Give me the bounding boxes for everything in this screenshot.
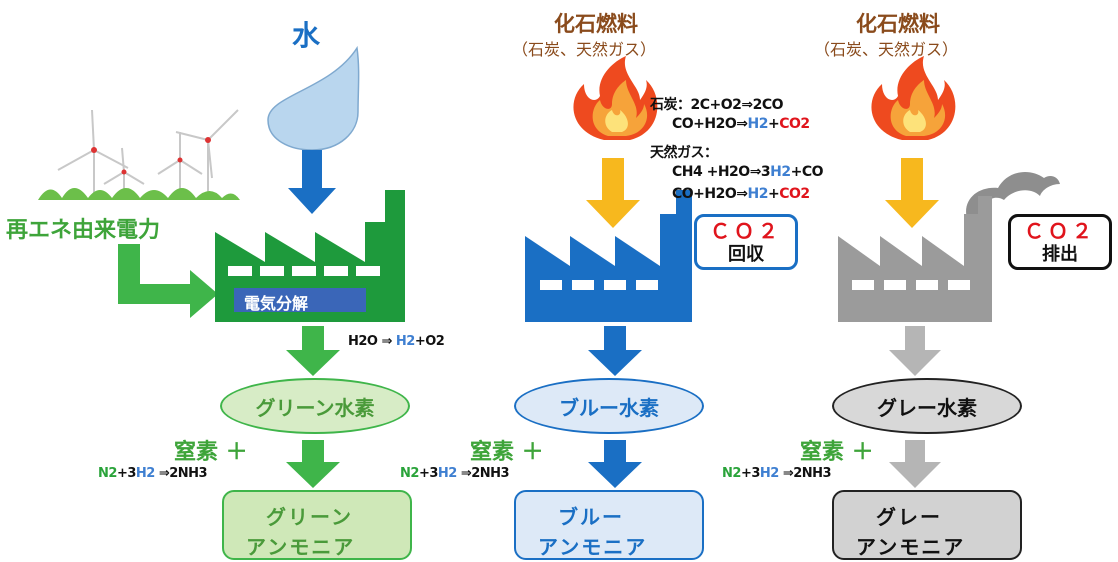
blue-ammonia-line1: ブルー (558, 505, 624, 529)
co2-capture-text: 回収 (728, 244, 764, 265)
gas-label: 天然ガス： (650, 145, 718, 161)
eq-part: CO+H2O⇒ (672, 186, 748, 202)
eq-h2: H2 (747, 186, 769, 202)
eq-part: ⇒2NH3 (778, 466, 832, 481)
blue-nitrogen-label: 窒素 ＋ (470, 440, 544, 465)
green-hydrogen-label: グリーン水素 (255, 395, 375, 420)
co2-emission-text: 排出 (1042, 244, 1078, 265)
gray-ammonia-line2: アンモニア (856, 535, 966, 559)
co2-capture-box: ＣＯ２ 回収 (694, 214, 798, 270)
water-drop-icon (267, 45, 360, 151)
eq-n2: N2 (98, 466, 117, 481)
blue-arrow-1 (588, 326, 642, 376)
gas-reaction-2: CO+H2O⇒H2+CO2 (672, 186, 810, 202)
blue-yellow-arrow (586, 158, 640, 228)
water-down-arrow (288, 150, 336, 214)
gray-nitrogen-label: 窒素 ＋ (800, 440, 874, 465)
eq-part: + (767, 186, 780, 202)
renewable-power-label: 再エネ由来電力 (6, 218, 161, 243)
gray-fuel-title: 化石燃料 (856, 12, 940, 36)
eq-h2: H2 (747, 116, 769, 132)
gray-ammonia-equation: N2+3H2 ⇒2NH3 (722, 466, 832, 481)
eq-part: 2C+O2⇒2CO (690, 97, 784, 113)
eq-h2: H2 (135, 466, 155, 481)
eq-part: CH4 +H2O⇒3 (672, 164, 771, 180)
blue-fuel-subtitle: （石炭、天然ガス） (512, 40, 657, 59)
eq-h2: H2 (437, 466, 457, 481)
flame-icon-blue (573, 56, 658, 140)
eq-part: H2O ⇒ (348, 334, 396, 349)
gray-ammonia-line1: グレー (876, 505, 942, 529)
gas-reaction-1: CH4 +H2O⇒3H2+CO (672, 164, 824, 180)
eq-co2: CO2 (779, 186, 810, 202)
wind-turbines-icon (57, 109, 239, 196)
eq-n2: N2 (400, 466, 419, 481)
co2-capture-title: ＣＯ２ (710, 219, 782, 243)
gray-yellow-arrow (885, 158, 939, 228)
blue-arrow-2 (588, 440, 642, 488)
gray-hydrogen-label: グレー水素 (877, 395, 977, 420)
coal-reaction-1: 石炭：2C+O2⇒2CO (650, 94, 784, 114)
electrolysis-panel (234, 288, 366, 312)
green-arrow-2 (286, 440, 340, 488)
co2-emission-title: ＣＯ２ (1024, 219, 1096, 243)
co2-emission-box: ＣＯ２ 排出 (1008, 214, 1112, 270)
blue-ammonia-box: ブルー アンモニア (514, 490, 704, 560)
blue-fuel-title: 化石燃料 (554, 12, 638, 36)
eq-co2: CO2 (779, 116, 810, 132)
eq-h2: H2 (759, 466, 779, 481)
smoke-icon (966, 172, 1060, 222)
blue-ammonia-equation: N2+3H2 ⇒2NH3 (400, 466, 510, 481)
gray-factory-icon (838, 196, 992, 322)
green-nitrogen-label: 窒素 ＋ (174, 440, 248, 465)
electrolysis-label: 電気分解 (244, 294, 309, 313)
eq-h2: H2 (770, 164, 791, 180)
gray-fuel-subtitle: （石炭、天然ガス） (814, 40, 959, 59)
water-label: 水 (292, 19, 321, 52)
green-ammonia-line2: アンモニア (246, 535, 356, 559)
eq-part: +O2 (414, 334, 445, 349)
flame-icon-gray (871, 56, 956, 140)
power-to-factory-arrow (118, 244, 218, 318)
eq-part: +CO (790, 164, 824, 180)
green-ammonia-equation: N2+3H2 ⇒2NH3 (98, 466, 208, 481)
eq-part: +3 (418, 466, 438, 481)
blue-hydrogen-oval: ブルー水素 (514, 378, 704, 434)
blue-hydrogen-label: ブルー水素 (559, 395, 659, 420)
blue-ammonia-line2: アンモニア (538, 535, 648, 559)
eq-part: +3 (116, 466, 136, 481)
gray-arrow-1 (889, 326, 941, 376)
eq-h2: H2 (395, 334, 415, 349)
coal-reaction-2: CO+H2O⇒H2+CO2 (672, 116, 810, 132)
eq-part: + (767, 116, 780, 132)
gray-hydrogen-oval: グレー水素 (832, 378, 1022, 434)
gray-ammonia-box: グレー アンモニア (832, 490, 1022, 560)
coal-label: 石炭： (650, 97, 691, 113)
green-ammonia-line1: グリーン (266, 505, 353, 529)
green-hydrogen-oval: グリーン水素 (220, 378, 410, 434)
gray-arrow-2 (889, 440, 941, 488)
eq-part: ⇒2NH3 (154, 466, 208, 481)
green-ammonia-box: グリーン アンモニア (222, 490, 412, 560)
eq-n2: N2 (722, 466, 741, 481)
eq-part: ⇒2NH3 (456, 466, 510, 481)
eq-part: +3 (740, 466, 760, 481)
grass-icon (38, 188, 240, 200)
water-electrolysis-equation: H2O ⇒ H2+O2 (348, 334, 445, 349)
green-arrow-1 (286, 326, 340, 376)
eq-part: CO+H2O⇒ (672, 116, 748, 132)
